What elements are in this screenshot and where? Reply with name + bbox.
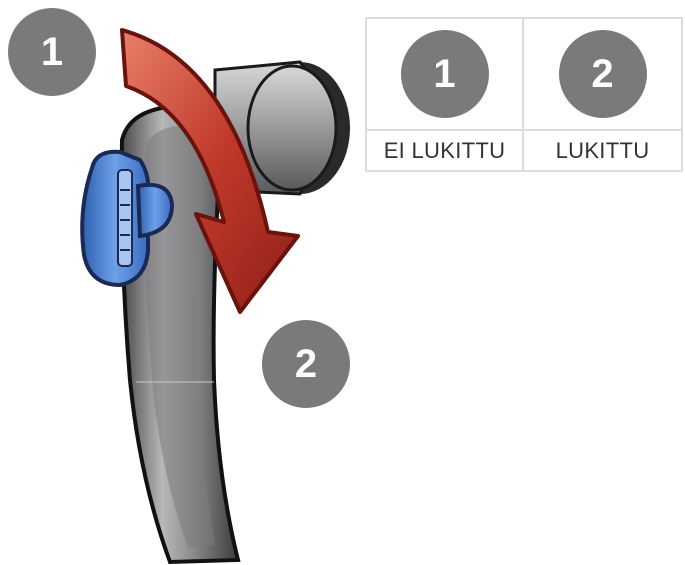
legend-badge-2: 2 — [559, 30, 647, 118]
position-legend-table: 1 2 EI LUKITTU LUKITTU — [365, 17, 683, 172]
legend-badge-1: 1 — [401, 30, 489, 118]
legend-cell-1: 1 — [367, 19, 524, 131]
legend-label-unlocked: EI LUKITTU — [367, 131, 524, 170]
step-marker-2: 2 — [262, 320, 350, 408]
legend-label-locked: LUKITTU — [524, 131, 681, 170]
legend-cell-2: 2 — [524, 19, 681, 131]
step-marker-1: 1 — [8, 8, 96, 96]
